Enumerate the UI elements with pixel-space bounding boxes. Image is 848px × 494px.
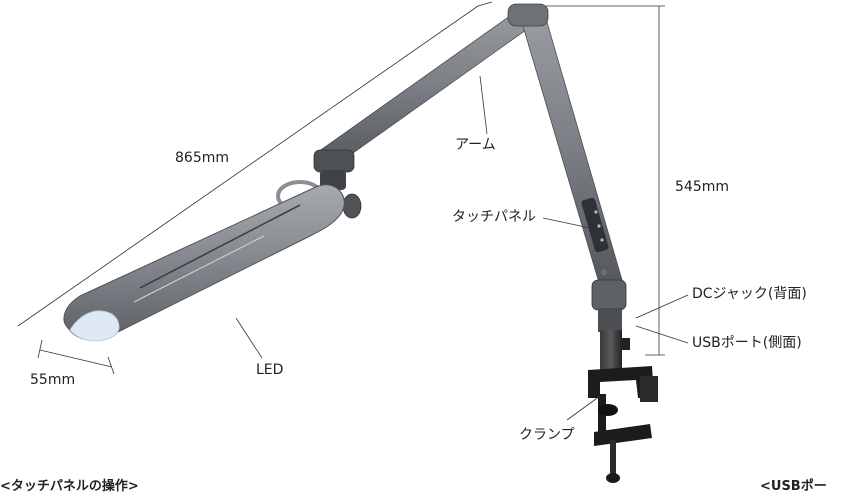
usb-port-icon (622, 338, 630, 350)
touch-button-icon (594, 210, 598, 214)
dc-jack-label: DCジャック(背面) (692, 286, 807, 302)
head-joint (276, 149, 362, 219)
led-label: LED (256, 362, 284, 378)
usb-port-label: USBポート(側面) (692, 335, 802, 351)
lamp-base (591, 279, 630, 370)
clamp-label: クランプ (519, 427, 575, 443)
callout-lines (235, 75, 689, 421)
width-dimension-line (39, 349, 113, 368)
lamp-arm (317, 3, 623, 287)
height-dimension-label: 545mm (675, 179, 729, 195)
arm-leader-line (479, 75, 488, 135)
width-dimension-label: 55mm (30, 372, 76, 388)
length-dimension-line (17, 5, 479, 327)
dimension-lines (17, 1, 665, 375)
touch-button-icon (600, 238, 604, 242)
length-dimension-label: 865mm (175, 150, 229, 166)
dc-jack-leader-line (635, 294, 689, 319)
touch-panel-leader-line (542, 217, 591, 229)
touch-panel-label: タッチパネル (452, 209, 536, 225)
touch-panel-operation-heading: <タッチパネルの操作> (0, 479, 139, 494)
usb-port-leader-line (635, 325, 689, 344)
usb-port-heading: <USBポー (760, 479, 827, 494)
led-leader-line (235, 317, 263, 359)
led-light-surface (69, 310, 120, 342)
clamp-leader-line (566, 395, 601, 421)
led-head (63, 184, 345, 342)
touch-button-icon (597, 224, 601, 228)
arm-label: アーム (455, 137, 496, 153)
clamp (588, 366, 658, 483)
